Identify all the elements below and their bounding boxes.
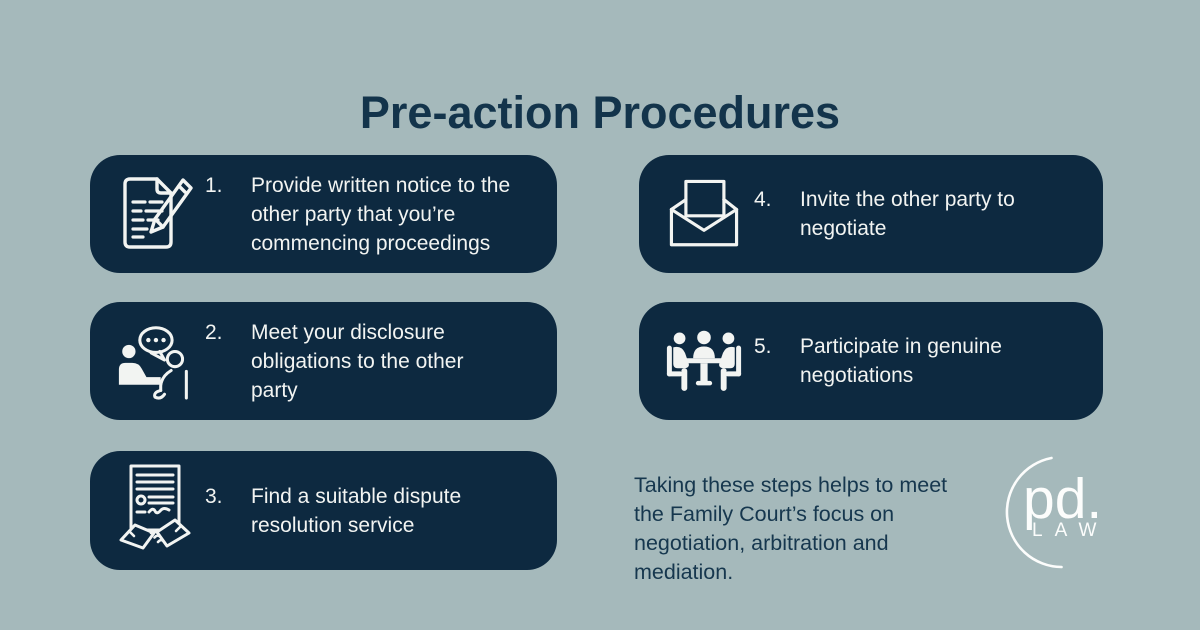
open-envelope-icon (666, 174, 742, 254)
step-number: 5. (754, 335, 772, 358)
step-text: Meet your disclosure obligations to the … (251, 320, 464, 402)
step-card-4: 4. Invite the other party to negotiate (639, 155, 1103, 273)
document-pen-icon (117, 174, 193, 254)
step-text: Find a suitable dispute resolution servi… (251, 484, 462, 537)
step-card-1: 1. Provide written notice to the other p… (90, 155, 557, 273)
pd-law-logo: pd. LAW (1000, 446, 1132, 582)
page-title: Pre-action Procedures (359, 87, 841, 139)
step-card-3: 3. Find a suitable dispute resolution se… (90, 451, 557, 570)
logo-arc (1005, 456, 1063, 569)
step-number: 2. (205, 320, 223, 344)
step-text: Provide written notice to the other part… (251, 173, 511, 255)
step-text: Invite the other party to negotiate (800, 188, 1015, 240)
step-number: 1. (205, 173, 223, 197)
logo-primary-text: pd. (1023, 467, 1102, 531)
step-number: 3. (205, 484, 223, 508)
step-card-2: 2. Meet your disclosure obligations to t… (90, 302, 557, 420)
step-text: Participate in genuine negotiations (800, 335, 1002, 387)
meeting-table-icon (666, 324, 742, 398)
contract-handshake-icon (117, 463, 193, 559)
footer-note: Taking these steps helps to meet the Fam… (634, 472, 948, 584)
conversation-icon (117, 322, 193, 400)
step-number: 4. (754, 188, 772, 211)
logo-secondary-text: LAW (1032, 520, 1108, 541)
step-card-5: 5. Participate in genuine negotiations (639, 302, 1103, 420)
